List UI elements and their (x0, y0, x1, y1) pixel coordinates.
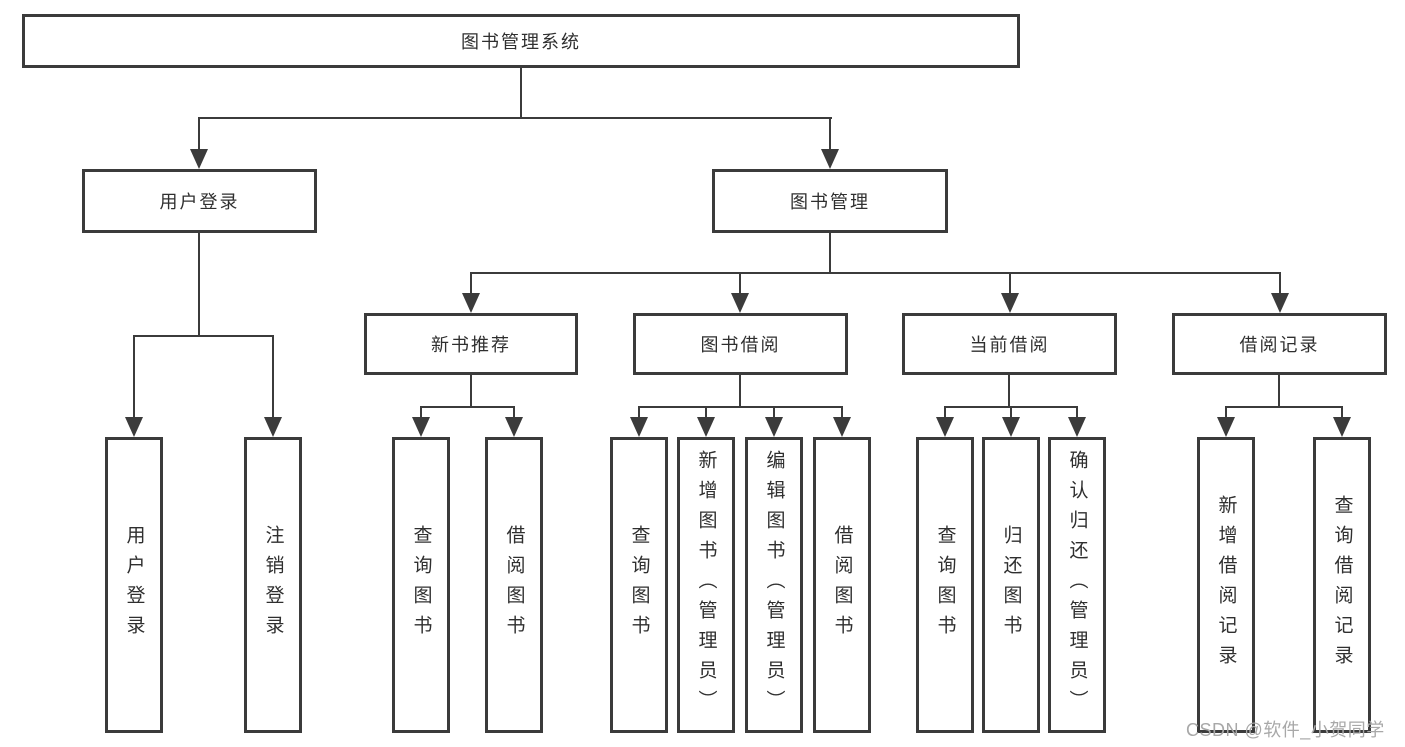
leaf-label: 新增借阅记录 (1215, 495, 1237, 675)
leaf-logout: 注销登录 (244, 437, 302, 733)
leaf-label: 查询图书 (628, 525, 650, 645)
node-user-login: 用户登录 (82, 169, 317, 233)
arrow-to-current-borrowing (1001, 272, 1019, 313)
leaf-query-borrow-record: 查询借阅记录 (1313, 437, 1371, 733)
connector-borrowing-records-stem (1278, 375, 1280, 406)
arrow-to-leaf-query-record (1333, 406, 1351, 437)
node-new-book-recommend: 新书推荐 (364, 313, 578, 375)
leaf-label: 借阅图书 (503, 525, 525, 645)
node-borrowing-records: 借阅记录 (1172, 313, 1387, 375)
node-label: 用户登录 (159, 192, 240, 212)
connector-book-management-stem (829, 233, 831, 272)
connector-book-borrowing-bar (638, 406, 843, 408)
watermark: CSDN @软件_小贺同学 (1186, 720, 1385, 740)
connector-borrowing-records-bar (1225, 406, 1343, 408)
arrow-to-leaf-query-books-3 (936, 406, 954, 437)
leaf-edit-books-admin: 编辑图书（管理员） (745, 437, 803, 733)
node-book-management: 图书管理 (712, 169, 948, 233)
connector-root-stem (520, 68, 522, 117)
leaf-label: 新增图书（管理员） (695, 450, 717, 720)
leaf-label: 查询图书 (410, 525, 432, 645)
leaf-borrow-books-1: 借阅图书 (485, 437, 543, 733)
leaf-user-login: 用户登录 (105, 437, 163, 733)
leaf-label: 借阅图书 (831, 525, 853, 645)
arrow-to-leaf-return-books (1002, 406, 1020, 437)
leaf-add-borrow-record: 新增借阅记录 (1197, 437, 1255, 733)
leaf-label: 查询借阅记录 (1331, 495, 1353, 675)
leaf-label: 注销登录 (262, 525, 284, 645)
arrow-to-leaf-logout (264, 335, 282, 437)
leaf-label: 查询图书 (934, 525, 956, 645)
arrow-to-new-book-recommend (462, 272, 480, 313)
node-label: 图书管理系统 (461, 32, 581, 52)
node-label: 图书借阅 (700, 335, 781, 355)
arrow-to-leaf-query-books-2 (630, 406, 648, 437)
leaf-label: 编辑图书（管理员） (763, 450, 785, 720)
arrow-to-user-login (190, 117, 208, 169)
leaf-query-books-3: 查询图书 (916, 437, 974, 733)
leaf-label: 确认归还（管理员） (1066, 450, 1088, 720)
node-current-borrowing: 当前借阅 (902, 313, 1117, 375)
leaf-add-books-admin: 新增图书（管理员） (677, 437, 735, 733)
leaf-query-books-1: 查询图书 (392, 437, 450, 733)
arrow-to-leaf-query-books-1 (412, 406, 430, 437)
connector-root-bar (198, 117, 832, 119)
arrow-to-leaf-borrow-books-2 (833, 406, 851, 437)
leaf-query-books-2: 查询图书 (610, 437, 668, 733)
node-label: 当前借阅 (969, 335, 1050, 355)
arrow-to-book-management (821, 117, 839, 169)
arrow-to-leaf-confirm-return (1068, 406, 1086, 437)
leaf-return-books: 归还图书 (982, 437, 1040, 733)
leaf-label: 归还图书 (1000, 525, 1022, 645)
arrow-to-leaf-edit-books (765, 406, 783, 437)
leaf-confirm-return-admin: 确认归还（管理员） (1048, 437, 1106, 733)
connector-new-book-bar (420, 406, 515, 408)
arrow-to-borrowing-records (1271, 272, 1289, 313)
arrow-to-leaf-add-books (697, 406, 715, 437)
node-book-management-system: 图书管理系统 (22, 14, 1020, 68)
connector-new-book-stem (470, 375, 472, 406)
leaf-borrow-books-2: 借阅图书 (813, 437, 871, 733)
connector-book-management-bar (470, 272, 1281, 274)
arrow-to-leaf-add-record (1217, 406, 1235, 437)
node-label: 新书推荐 (431, 335, 511, 355)
node-book-borrowing: 图书借阅 (633, 313, 848, 375)
leaf-label: 用户登录 (123, 525, 145, 645)
connector-current-borrowing-stem (1008, 375, 1010, 406)
arrow-to-leaf-user-login (125, 335, 143, 437)
connector-user-login-bar (133, 335, 274, 337)
node-label: 借阅记录 (1239, 335, 1320, 355)
arrow-to-leaf-borrow-books-1 (505, 406, 523, 437)
arrow-to-book-borrowing (731, 272, 749, 313)
node-label: 图书管理 (790, 192, 870, 212)
connector-user-login-stem (198, 233, 200, 335)
connector-book-borrowing-stem (739, 375, 741, 406)
